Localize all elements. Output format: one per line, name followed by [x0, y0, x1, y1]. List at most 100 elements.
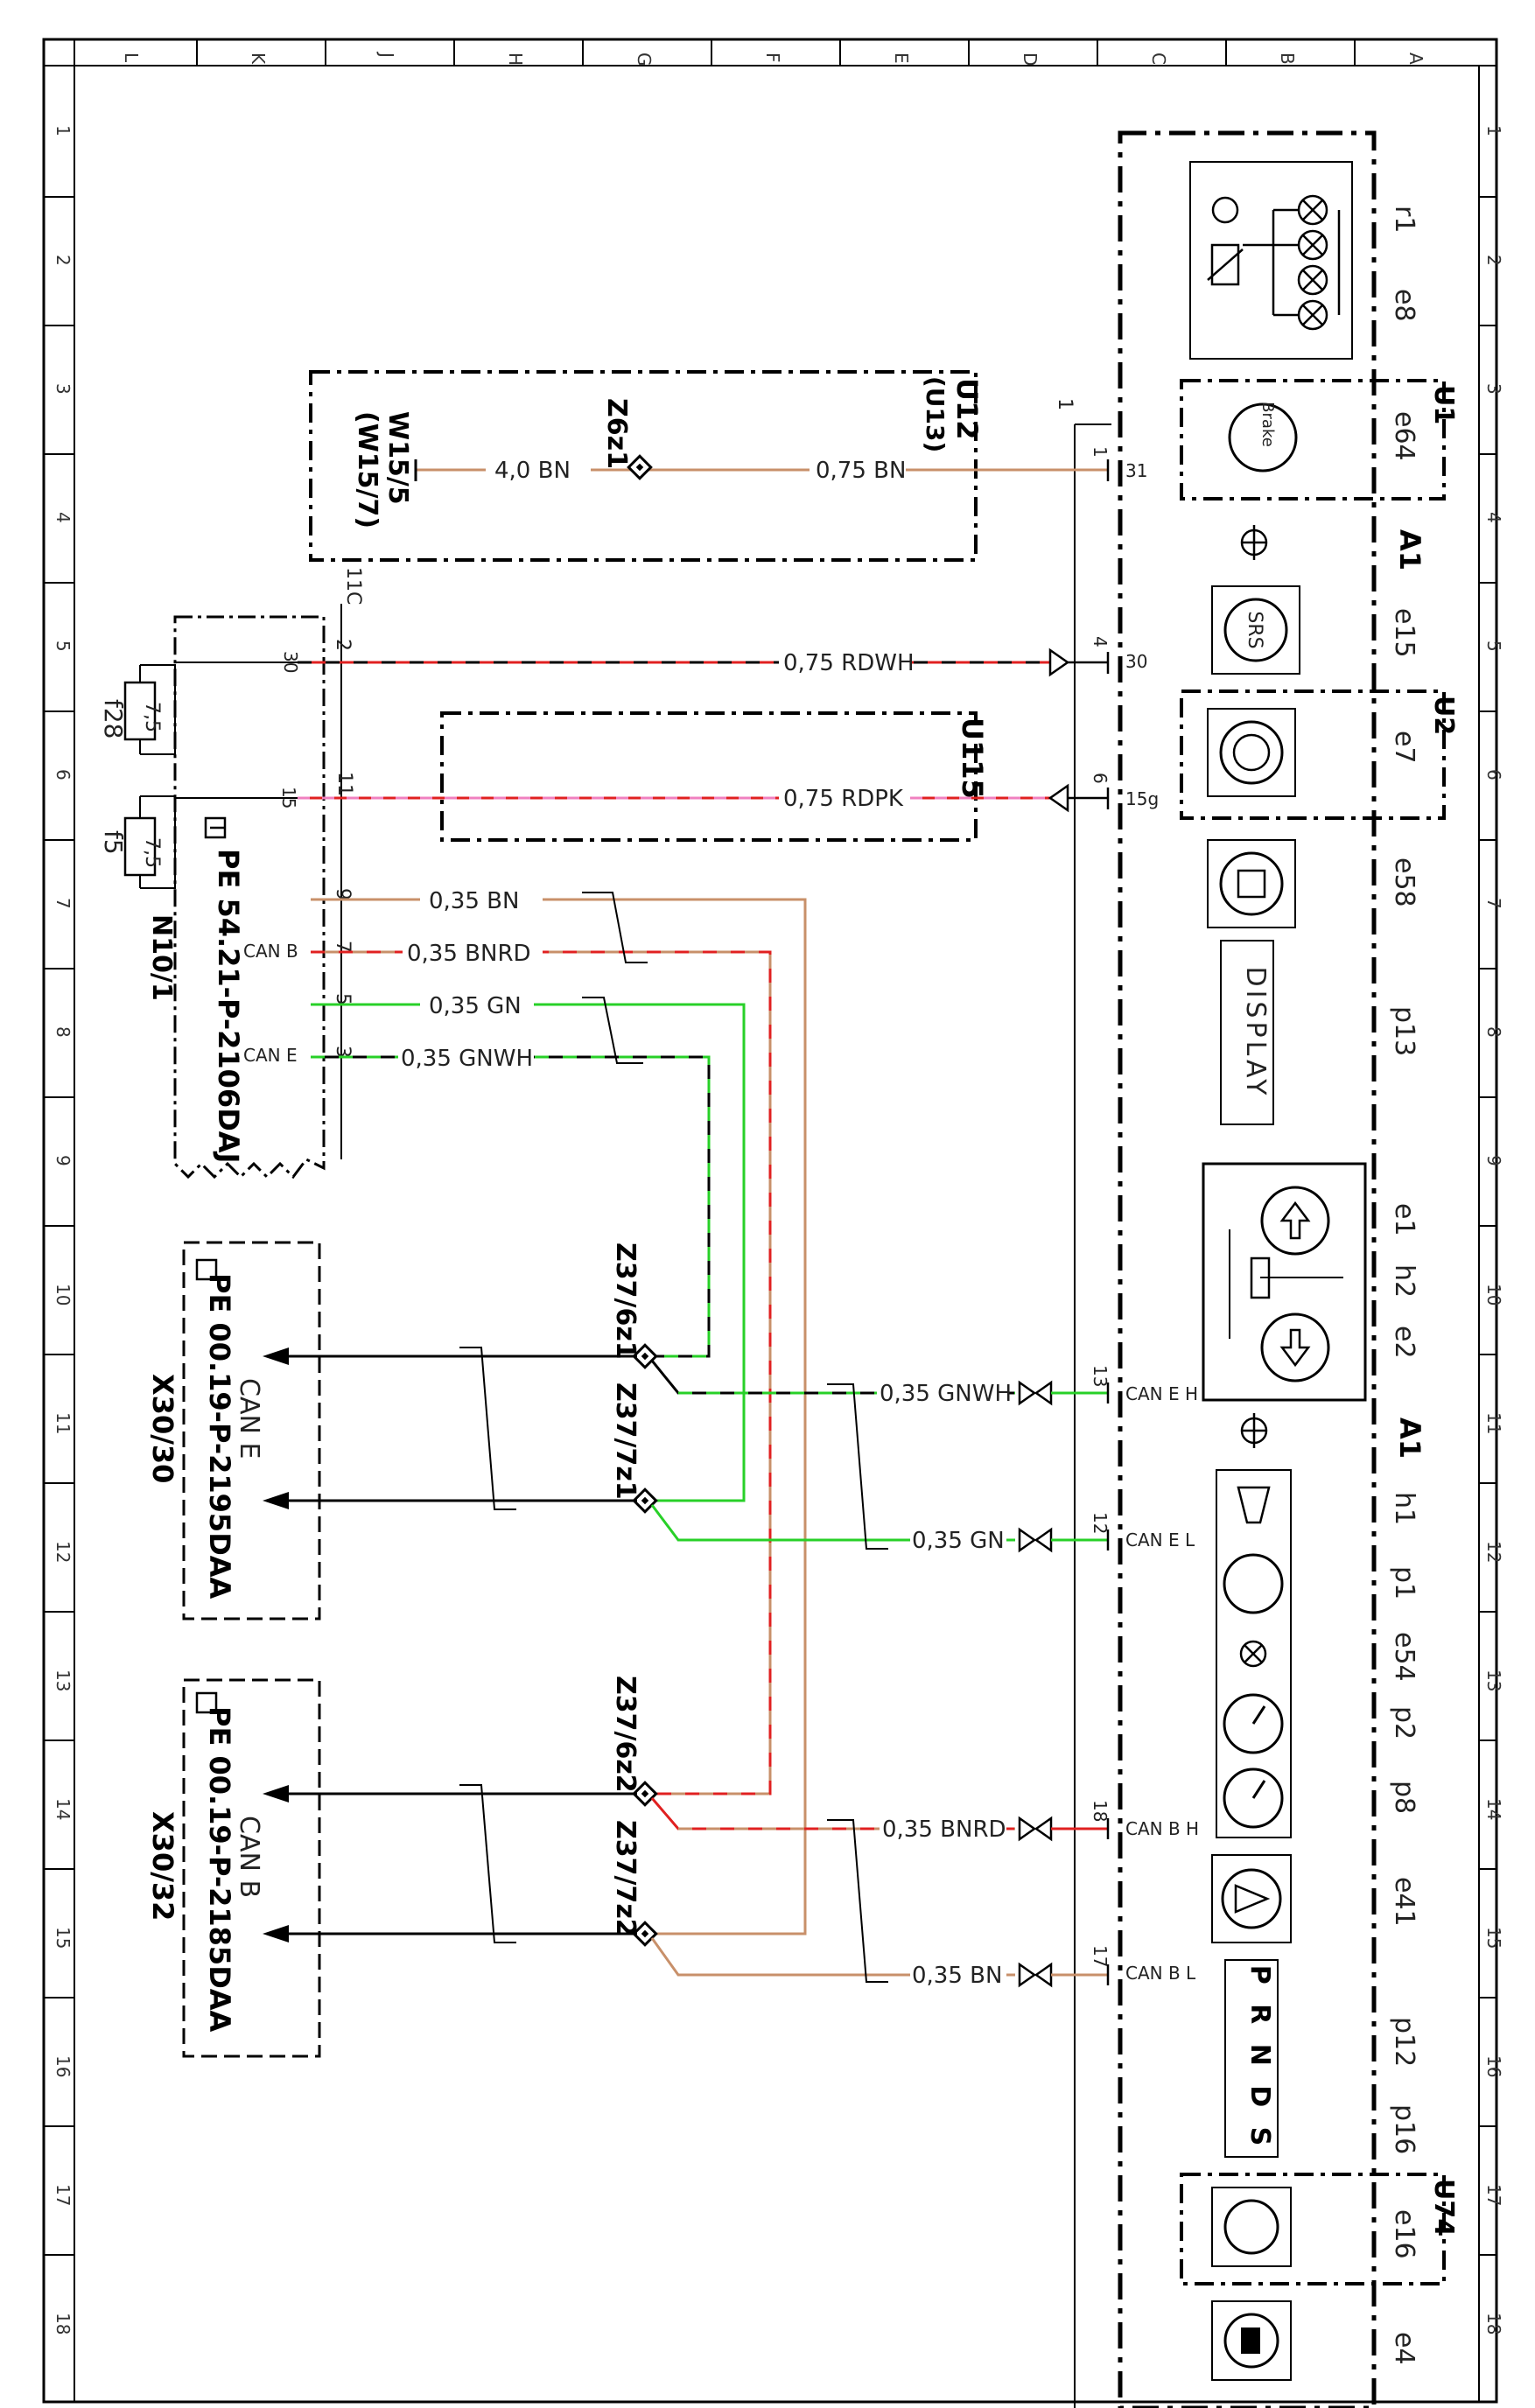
dimmer-rheostat-icon — [1207, 196, 1244, 286]
terminal-can-b: CAN B — [243, 941, 298, 962]
u2-boundary — [1180, 690, 1446, 820]
transistor-icon — [1240, 525, 1268, 560]
pin-num-17: 17 — [1090, 1945, 1111, 1967]
connector-11c: 11C — [342, 567, 364, 605]
row-label-right-15: 15 — [1483, 1927, 1504, 1949]
n10-pin-3: 3 — [332, 1046, 354, 1058]
splice-z37-7z2-label: Z37/7z2 — [610, 1820, 641, 1937]
wire-0-75-bn: 0,75 BN — [816, 458, 906, 484]
instrument-cluster-boundary — [1118, 130, 1377, 2408]
glow-plug-icon — [1223, 2199, 1279, 2255]
lamp-label-e15: e15 — [1389, 608, 1419, 658]
x30-32-boundary — [182, 1678, 321, 2058]
can-connectors — [1018, 1380, 1053, 1988]
row-label-right-10: 10 — [1483, 1284, 1504, 1306]
u74-boundary — [1180, 2173, 1446, 2286]
turn-left-icon — [1260, 1186, 1330, 1256]
row-label-right-3: 3 — [1483, 383, 1504, 395]
ref-hand-icon-3 — [195, 1691, 218, 1714]
can-wire-bnrd: 0,35 BNRD — [882, 1816, 1006, 1843]
lamp-label-p8: p8 — [1389, 1781, 1419, 1814]
n10-pin-5: 5 — [332, 993, 354, 1005]
fuse-f5-value: 7,5 — [141, 837, 163, 868]
e16-lamp-box — [1211, 2187, 1292, 2267]
buzzer-icon — [1237, 1486, 1271, 1524]
ground-w15-5: W15/5 — [382, 411, 413, 505]
col-label-B: B — [1277, 52, 1298, 65]
fuel-gauge-icon — [1223, 1693, 1284, 1754]
col-label-G: G — [634, 52, 655, 66]
row-label-right-16: 16 — [1483, 2055, 1504, 2077]
row-label-right-17: 17 — [1483, 2184, 1504, 2206]
x30-30-label: X30/30 — [146, 1374, 179, 1483]
row-label-right-18: 18 — [1483, 2313, 1504, 2334]
n10-pin-7: 7 — [332, 941, 354, 953]
splice-z37-7z2-icon — [632, 1921, 658, 1947]
engine-lamp-icon — [1219, 851, 1284, 916]
fuse-f28-icon — [123, 665, 157, 754]
row-label-left-12: 12 — [53, 1541, 74, 1563]
pin-can-e-h: CAN E H — [1125, 1383, 1198, 1404]
left-row-labels: 1 2 3 4 5 6 7 8 9 10 11 12 13 14 15 16 1… — [53, 125, 74, 2334]
splice-z37-6z1-label: Z37/6z1 — [610, 1242, 641, 1360]
lamp-label-p13: p13 — [1389, 1006, 1419, 1056]
page-frame — [42, 38, 1498, 2404]
can-wire-gnwh: 0,35 GNWH — [880, 1381, 1012, 1407]
col-label-F: F — [762, 52, 783, 63]
label-u2: U2 — [1428, 696, 1459, 735]
row-label-right-11: 11 — [1483, 1412, 1504, 1434]
lamp-label-e2: e2 — [1389, 1326, 1419, 1359]
u115-boundary — [440, 711, 978, 842]
x30-32-ref: PE 00.19-P-2185DAA — [203, 1706, 236, 2033]
gear-display-box — [1224, 1959, 1279, 2158]
cluster-pins: 31 30 15g CAN E H CAN E L CAN B H CAN B … — [1090, 446, 1199, 1984]
row-label-right-5: 5 — [1483, 640, 1504, 652]
n10-label: N10/1 — [146, 914, 177, 1001]
row-label-left-10: 10 — [53, 1284, 74, 1306]
row-label-left-9: 9 — [53, 1155, 74, 1166]
col-label-H: H — [505, 52, 526, 66]
lamp-label-r1: r1 — [1389, 206, 1419, 233]
terminal-can-e: CAN E — [243, 1045, 298, 1066]
x30-32-bus: CAN B — [234, 1816, 264, 1898]
row-label-right-13: 13 — [1483, 1670, 1504, 1691]
tachometer-icon — [1223, 1768, 1284, 1829]
row-label-left-5: 5 — [53, 640, 74, 652]
lamp-label-e1: e1 — [1389, 1203, 1419, 1236]
pin-can-b-h: CAN B H — [1125, 1818, 1199, 1839]
row-label-left-3: 3 — [53, 383, 74, 395]
row-label-left-6: 6 — [53, 769, 74, 780]
splice-z37-7z1-label: Z37/7z1 — [610, 1382, 641, 1500]
n10-boundary — [173, 615, 326, 1180]
lamp-label-e54: e54 — [1389, 1632, 1419, 1682]
lamp-designators: r1 e8 e64 e15 e7 e58 p13 e1 h2 e2 h1 p1 … — [1389, 206, 1419, 2365]
row-label-left-13: 13 — [53, 1670, 74, 1691]
col-label-J: J — [376, 51, 397, 58]
pin-can-b-l: CAN B L — [1125, 1963, 1196, 1984]
lamp-label-e41: e41 — [1389, 1877, 1419, 1927]
wire-4-0-bn: 4,0 BN — [494, 458, 571, 484]
bus-pin-1: 1 — [1054, 398, 1076, 410]
row-label-left-2: 2 — [53, 255, 74, 266]
wire-rdpk: 0,75 RDPK — [783, 786, 904, 812]
u115-label: U115 — [956, 718, 989, 799]
label-u1: U1 — [1428, 385, 1459, 424]
lamp-label-e58: e58 — [1389, 858, 1419, 907]
u12-sublabel: (U13) — [921, 376, 950, 452]
fuse-f5-label: f5 — [99, 830, 128, 855]
turn-signal-block — [1202, 1162, 1367, 1402]
temp-gauge-icon — [1223, 1553, 1284, 1614]
col-label-A: A — [1405, 52, 1426, 65]
x30-30-bus: CAN E — [234, 1378, 264, 1459]
splice-z37-6z2-label: Z37/6z2 — [610, 1676, 641, 1793]
row-label-left-7: 7 — [53, 898, 74, 909]
n10-pin-9: 9 — [332, 888, 354, 900]
row-label-left-8: 8 — [53, 1026, 74, 1038]
wire-label-bg — [486, 455, 591, 485]
ground-w15-7: (W15/7) — [352, 411, 382, 528]
row-label-right-8: 8 — [1483, 1026, 1504, 1038]
fuse-f28-label: f28 — [99, 699, 128, 739]
label-u74: U74 — [1428, 2179, 1459, 2236]
n10-wire-bn: 0,35 BN — [429, 888, 519, 914]
e7-lamp-box — [1207, 708, 1296, 797]
